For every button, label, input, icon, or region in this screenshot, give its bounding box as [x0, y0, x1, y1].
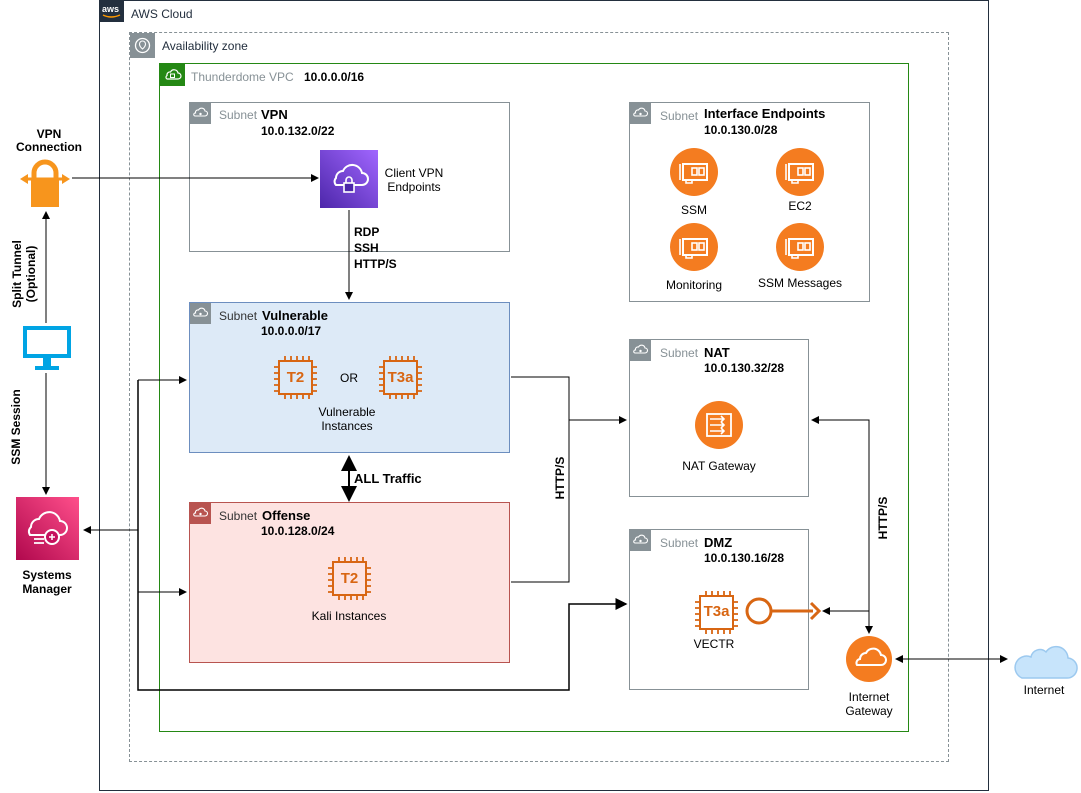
subnet-nat-prefix: Subnet [660, 346, 699, 360]
svg-text:aws: aws [102, 4, 119, 14]
vpc-cidr: 10.0.0.0/16 [304, 70, 365, 84]
subnet-dmz-cidr: 10.0.130.16/28 [704, 551, 785, 565]
subnet-nat-name: NAT [704, 345, 730, 360]
subnet-interface-endpoints [629, 102, 870, 302]
endpoint-ssm-icon [669, 147, 719, 197]
subnet-nat-cidr: 10.0.130.32/28 [704, 361, 785, 375]
kali-instances-label: Kali Instances [311, 609, 387, 623]
endpoint-ec2-icon [775, 147, 825, 197]
subnet-vulnerable-name: Vulnerable [262, 308, 328, 323]
chip-label-t3a: T3a [703, 603, 730, 620]
systems-manager-bus-connector [137, 380, 628, 691]
nat-gateway-icon [694, 400, 744, 450]
systems-manager-label: Systems Manager [22, 568, 72, 596]
rdp-edge-label: RDP SSH HTTP/S [354, 225, 397, 271]
or-label: OR [340, 371, 358, 385]
aws-cloud-group [99, 0, 989, 791]
instance-chip-icon [694, 590, 739, 635]
subnet-dmz-prefix: Subnet [660, 536, 699, 550]
nat-to-igw-connector [811, 416, 873, 634]
vulnerable-instances-label: Vulnerable Instances [318, 405, 376, 433]
chip-label-t2: T2 [340, 570, 359, 587]
subnet-lock-icon [630, 340, 651, 361]
subnet-offense-name: Offense [262, 508, 311, 523]
subnet-endpoints-cidr: 10.0.130.0/28 [704, 123, 778, 137]
internet-gateway-icon [845, 635, 893, 683]
availability-zone-label: Availability zone [162, 39, 248, 53]
instance-chip-icon [273, 355, 318, 400]
vpc-group [159, 63, 909, 732]
endpoint-ssm-messages-label: SSM Messages [757, 276, 843, 290]
endpoint-ssm-messages-icon [775, 222, 825, 272]
subnet-lock-icon [190, 303, 211, 324]
vpc-name: Thunderdome VPC [191, 70, 294, 84]
vpc-cloud-icon [160, 64, 185, 86]
all-traffic-edge-label: ALL Traffic [354, 471, 422, 486]
subnet-lock-icon [630, 530, 651, 551]
subnet-offense [189, 502, 510, 663]
endpoint-ssm-label: SSM [680, 203, 707, 217]
client-vpn-icon [320, 150, 378, 208]
availability-zone-group [129, 32, 949, 762]
vpn-connection-icon [19, 159, 71, 211]
subnet-dmz-name: DMZ [704, 535, 733, 550]
client-vpn-label: Client VPN Endpoints [384, 166, 444, 194]
aws-cloud-label: AWS Cloud [131, 7, 193, 21]
client-computer-icon [21, 324, 73, 372]
nat-gateway-label: NAT Gateway [682, 459, 756, 473]
subnet-vulnerable-cidr: 10.0.0.0/17 [261, 324, 322, 338]
chip-label-t2: T2 [286, 369, 305, 386]
subnet-lock-icon [190, 103, 211, 124]
endpoint-monitoring-label: Monitoring [665, 278, 723, 292]
subnet-vulnerable-prefix: Subnet [219, 309, 258, 323]
systems-manager-icon [16, 497, 79, 560]
subnet-offense-prefix: Subnet [219, 509, 258, 523]
instance-chip-icon [327, 556, 372, 601]
subnet-vpn-prefix: Subnet [219, 108, 258, 122]
vectr-label: VECTR [693, 637, 735, 651]
chip-label-t3a: T3a [387, 369, 414, 386]
internet-gateway-label: Internet Gateway [845, 690, 893, 718]
vpn-connection-label: VPN Connection [16, 127, 82, 154]
subnet-vulnerable [189, 302, 510, 453]
subnet-lock-icon [190, 503, 211, 524]
subnet-vpn-name: VPN [261, 107, 288, 122]
aws-logo-icon: aws [99, 0, 124, 22]
offense-to-nat-connector [511, 420, 570, 583]
subnet-offense-cidr: 10.0.128.0/24 [261, 524, 335, 538]
vulnerable-to-nat-connector [511, 376, 627, 424]
endpoint-monitoring-icon [669, 222, 719, 272]
internet-cloud-icon [1010, 640, 1078, 682]
subnet-endpoints-name: Interface Endpoints [704, 106, 826, 121]
subnet-endpoints-prefix: Subnet [660, 109, 699, 123]
instance-chip-icon [378, 355, 423, 400]
endpoint-ec2-label: EC2 [788, 199, 812, 213]
subnet-vpn-cidr: 10.0.132.0/22 [261, 124, 335, 138]
location-pin-icon [130, 33, 155, 58]
subnet-lock-icon [630, 103, 651, 124]
internet-label: Internet [1023, 683, 1065, 697]
